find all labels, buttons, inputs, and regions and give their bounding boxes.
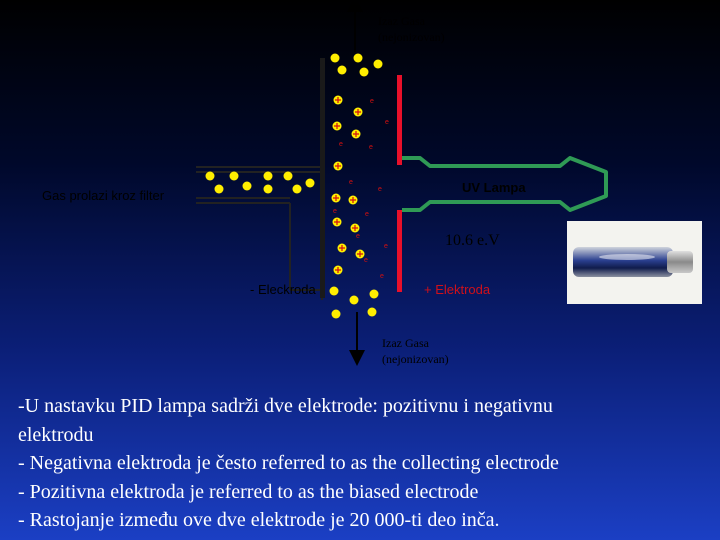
svg-text:e: e: [385, 119, 389, 126]
uv-lamp-outline: [402, 156, 608, 212]
negative-electrode: [320, 58, 325, 298]
top-gas-outlet-label: Izaz Gasa (nejonizovan): [378, 13, 445, 45]
filter-label: Gas prolazi kroz filter: [42, 188, 165, 203]
ionized-molecules: [331, 95, 365, 275]
text-line: - Pozitivna elektroda je referred to as …: [18, 480, 479, 503]
svg-text:e: e: [339, 141, 343, 148]
positive-electrode-label: + Elektroda: [424, 282, 491, 297]
bottom-gas-outlet-label: Izaz Gasa (nejonizovan): [382, 335, 449, 367]
text-line: -U nastavku PID lampa sadrži dve elektro…: [18, 395, 553, 417]
uv-lamp-label: UV Lampa: [462, 180, 526, 195]
svg-text:e: e: [380, 273, 384, 280]
text-line: - Rastojanje između ove dve elektrode je…: [18, 509, 500, 531]
svg-text:e: e: [378, 186, 382, 193]
bottom-gas-line2: (nejonizovan): [382, 352, 449, 366]
electrons: e e e e e e e e e e e e: [333, 98, 389, 280]
top-molecules: [330, 53, 383, 77]
svg-text:e: e: [370, 98, 374, 105]
top-gas-line2: (nejonizovan): [378, 30, 445, 44]
top-gas-line1: Izaz Gasa: [378, 14, 425, 28]
positive-electrode-upper: [397, 75, 402, 165]
svg-text:e: e: [384, 243, 388, 250]
negative-electrode-label: - Eleckroda: [250, 282, 316, 297]
energy-label: 10.6 e.V: [445, 232, 500, 249]
svg-text:e: e: [364, 257, 368, 264]
svg-text:e: e: [356, 233, 360, 240]
text-line: elektrodu: [18, 423, 94, 446]
inlet-channel: [196, 60, 323, 300]
uv-lamp-photo: [567, 221, 702, 304]
positive-electrode-lower: [397, 210, 402, 292]
svg-text:e: e: [365, 211, 369, 218]
description-text: -U nastavku PID lampa sadrži dve elektro…: [18, 392, 708, 535]
svg-text:e: e: [333, 208, 337, 215]
bottom-molecules: [329, 286, 379, 319]
svg-text:e: e: [349, 179, 353, 186]
svg-text:e: e: [369, 144, 373, 151]
filter-molecules: [205, 171, 315, 194]
bottom-gas-line1: Izaz Gasa: [382, 336, 429, 350]
text-line: - Negativna elektroda je često referred …: [18, 452, 559, 474]
